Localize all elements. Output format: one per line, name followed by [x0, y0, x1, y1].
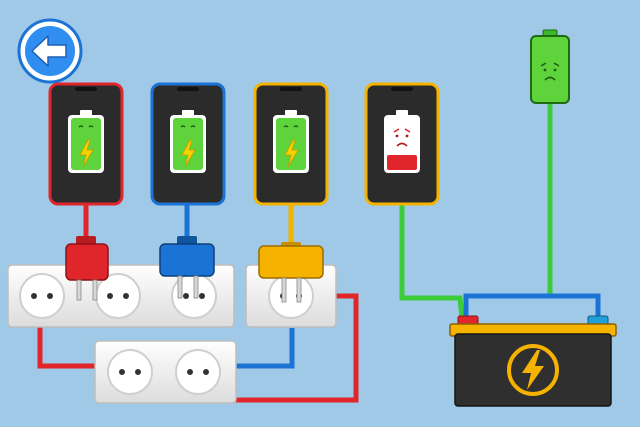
socket[interactable] — [107, 349, 153, 395]
battery-face-icon — [540, 62, 560, 81]
wires — [37, 103, 601, 403]
plug-red[interactable] — [65, 236, 109, 301]
battery-charging-icon — [170, 110, 206, 173]
power-strip-top-right — [245, 264, 337, 328]
phones — [48, 82, 440, 206]
plug-blue[interactable] — [159, 236, 215, 299]
wire-strip-blue — [236, 328, 295, 369]
phone-unplugged[interactable] — [364, 82, 440, 206]
car-battery[interactable] — [449, 315, 617, 407]
wire-battery-loop — [463, 293, 601, 318]
power-strip-bottom — [94, 340, 237, 404]
arrow-left-icon — [31, 35, 67, 67]
power-strip-top-left — [7, 264, 235, 328]
phone-yellow[interactable] — [253, 82, 329, 206]
socket[interactable] — [268, 273, 314, 319]
battery-charging-icon — [273, 110, 309, 173]
phone-red[interactable] — [48, 82, 124, 206]
phone-blue[interactable] — [150, 82, 226, 206]
wire-strip-left — [37, 325, 95, 369]
battery-low-icon — [384, 110, 420, 173]
wire-green-phone[interactable] — [399, 204, 465, 319]
battery-charging-icon — [68, 110, 104, 173]
socket[interactable] — [19, 273, 65, 319]
socket[interactable] — [175, 349, 221, 395]
lightning-bolt-icon — [507, 344, 559, 396]
small-battery[interactable] — [530, 29, 570, 104]
back-button[interactable] — [17, 18, 83, 84]
wire-strip-right — [236, 293, 359, 403]
plug-yellow[interactable] — [258, 242, 324, 303]
